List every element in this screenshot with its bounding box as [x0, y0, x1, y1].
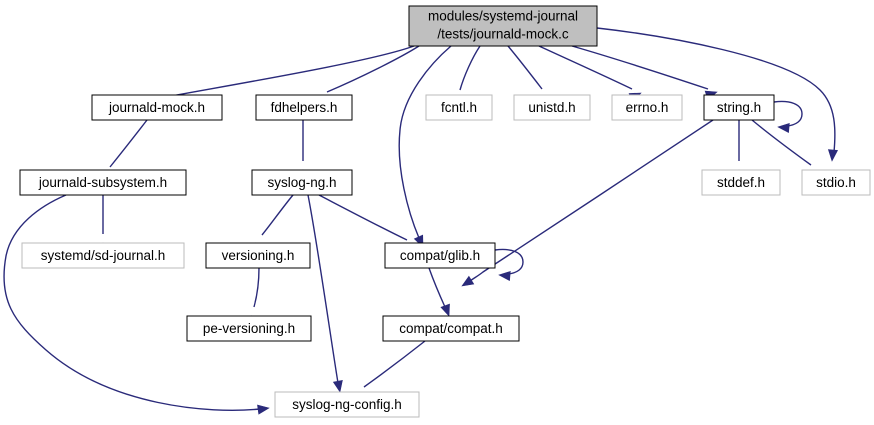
node-box-journald-subsystem-h[interactable] [19, 169, 187, 196]
node-box-stddef-h[interactable] [701, 169, 781, 196]
node-label-systemd-sd-journal-h: systemd/sd-journal.h [41, 248, 166, 263]
node-journald-mock-h[interactable]: journald-mock.h [91, 94, 223, 121]
node-label-stdio-h: stdio.h [816, 175, 856, 190]
arrowhead-journald-subsystem-h-to-syslog-ng-config-h [257, 404, 270, 415]
node-label-root-line2: /tests/journald-mock.c [437, 27, 569, 42]
node-box-root[interactable] [408, 5, 598, 47]
node-systemd-sd-journal-h[interactable]: systemd/sd-journal.h [21, 242, 185, 269]
node-box-fdhelpers-h[interactable] [255, 94, 353, 121]
node-root[interactable]: modules/systemd-journal/tests/journald-m… [408, 5, 598, 47]
edges-layer [3, 27, 839, 415]
arrowhead-root-to-stdio-h [827, 149, 839, 162]
nodes-layer: modules/systemd-journal/tests/journald-m… [19, 5, 871, 418]
edge-root-to-compat-glib-h [398, 45, 452, 239]
node-box-stdio-h[interactable] [801, 169, 871, 196]
edge-versioning-h-to-pe-versioning-h [253, 267, 260, 308]
node-box-string-h[interactable] [703, 94, 775, 121]
node-label-stddef-h: stddef.h [717, 175, 765, 190]
arrowhead-syslog-ng-h-to-syslog-ng-config-h [332, 379, 343, 393]
edge-root-to-stdio-h [596, 27, 836, 153]
edge-string-h-to-stdio-h [751, 119, 812, 166]
edge-root-to-errno-h [538, 45, 633, 90]
node-stdio-h[interactable]: stdio.h [801, 169, 871, 196]
node-stddef-h[interactable]: stddef.h [701, 169, 781, 196]
node-label-syslog-ng-config-h: syslog-ng-config.h [292, 397, 402, 412]
edge-string-h-to-compat-compat-h [469, 119, 714, 282]
edge-root-to-string-h [571, 45, 709, 90]
node-box-compat-glib-h[interactable] [384, 242, 496, 269]
node-fcntl-h[interactable]: fcntl.h [425, 94, 493, 121]
edge-string-h-to-self [773, 100, 803, 127]
node-label-syslog-ng-h: syslog-ng.h [267, 175, 336, 190]
node-versioning-h[interactable]: versioning.h [205, 242, 311, 269]
node-label-fdhelpers-h: fdhelpers.h [271, 100, 338, 115]
node-box-unistd-h[interactable] [513, 94, 591, 121]
node-syslog-ng-config-h[interactable]: syslog-ng-config.h [274, 391, 420, 418]
node-label-fcntl-h: fcntl.h [441, 100, 477, 115]
edge-compat-glib-h-to-compat-compat-h [428, 267, 446, 308]
node-box-fcntl-h[interactable] [425, 94, 493, 121]
node-label-unistd-h: unistd.h [528, 100, 575, 115]
edge-compat-glib-h-to-self [494, 248, 524, 275]
node-box-journald-mock-h[interactable] [91, 94, 223, 121]
node-label-journald-mock-h: journald-mock.h [108, 100, 205, 115]
node-pe-versioning-h[interactable]: pe-versioning.h [186, 315, 312, 342]
edge-compat-compat-h-to-syslog-ng-config-h [363, 340, 426, 388]
node-label-journald-subsystem-h: journald-subsystem.h [38, 175, 167, 190]
node-compat-glib-h[interactable]: compat/glib.h [384, 242, 496, 269]
node-box-compat-compat-h[interactable] [382, 315, 520, 342]
arrowhead-string-h-to-self [777, 122, 790, 134]
edge-syslog-ng-h-to-compat-glib-h [318, 194, 408, 241]
edge-journald-subsystem-h-to-syslog-ng-config-h [3, 194, 261, 411]
edge-journald-mock-h-to-journald-subsystem-h [109, 119, 148, 168]
node-box-syslog-ng-config-h[interactable] [274, 391, 420, 418]
node-label-compat-glib-h: compat/glib.h [400, 248, 480, 263]
edge-root-to-journald-mock-h [165, 45, 415, 98]
node-compat-compat-h[interactable]: compat/compat.h [382, 315, 520, 342]
node-unistd-h[interactable]: unistd.h [513, 94, 591, 121]
node-label-versioning-h: versioning.h [222, 248, 295, 263]
node-box-systemd-sd-journal-h[interactable] [21, 242, 185, 269]
node-fdhelpers-h[interactable]: fdhelpers.h [255, 94, 353, 121]
node-label-errno-h: errno.h [626, 100, 669, 115]
arrowhead-compat-glib-h-to-self [498, 270, 511, 282]
node-box-syslog-ng-h[interactable] [251, 169, 353, 196]
arrowhead-string-h-to-compat-compat-h [461, 275, 475, 287]
node-syslog-ng-h[interactable]: syslog-ng.h [251, 169, 353, 196]
node-label-pe-versioning-h: pe-versioning.h [203, 321, 295, 336]
node-box-versioning-h[interactable] [205, 242, 311, 269]
node-box-errno-h[interactable] [611, 94, 683, 121]
edge-root-to-fdhelpers-h [326, 45, 420, 93]
node-box-pe-versioning-h[interactable] [186, 315, 312, 342]
edge-root-to-fcntl-h [459, 45, 481, 91]
node-label-string-h: string.h [717, 100, 761, 115]
node-errno-h[interactable]: errno.h [611, 94, 683, 121]
edge-syslog-ng-h-to-syslog-ng-config-h [307, 194, 339, 384]
arrowhead-compat-glib-h-to-compat-compat-h [440, 303, 450, 317]
edge-syslog-ng-h-to-versioning-h [261, 194, 294, 236]
node-journald-subsystem-h[interactable]: journald-subsystem.h [19, 169, 187, 196]
node-string-h[interactable]: string.h [703, 94, 775, 121]
node-label-root-line1: modules/systemd-journal [428, 9, 578, 24]
node-label-compat-compat-h: compat/compat.h [399, 321, 503, 336]
edge-root-to-unistd-h [507, 45, 543, 90]
